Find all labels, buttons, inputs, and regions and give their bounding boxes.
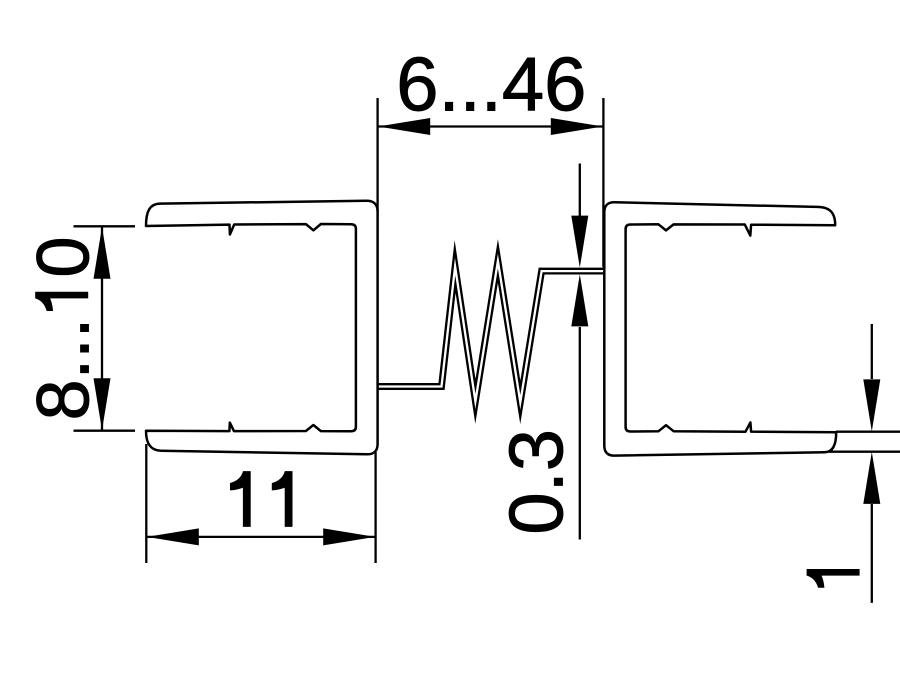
svg-text:0.3: 0.3: [495, 429, 580, 535]
svg-text:8...: 8...: [22, 318, 105, 421]
svg-text:0: 0: [22, 236, 105, 277]
svg-text:6...46: 6...46: [396, 43, 586, 128]
